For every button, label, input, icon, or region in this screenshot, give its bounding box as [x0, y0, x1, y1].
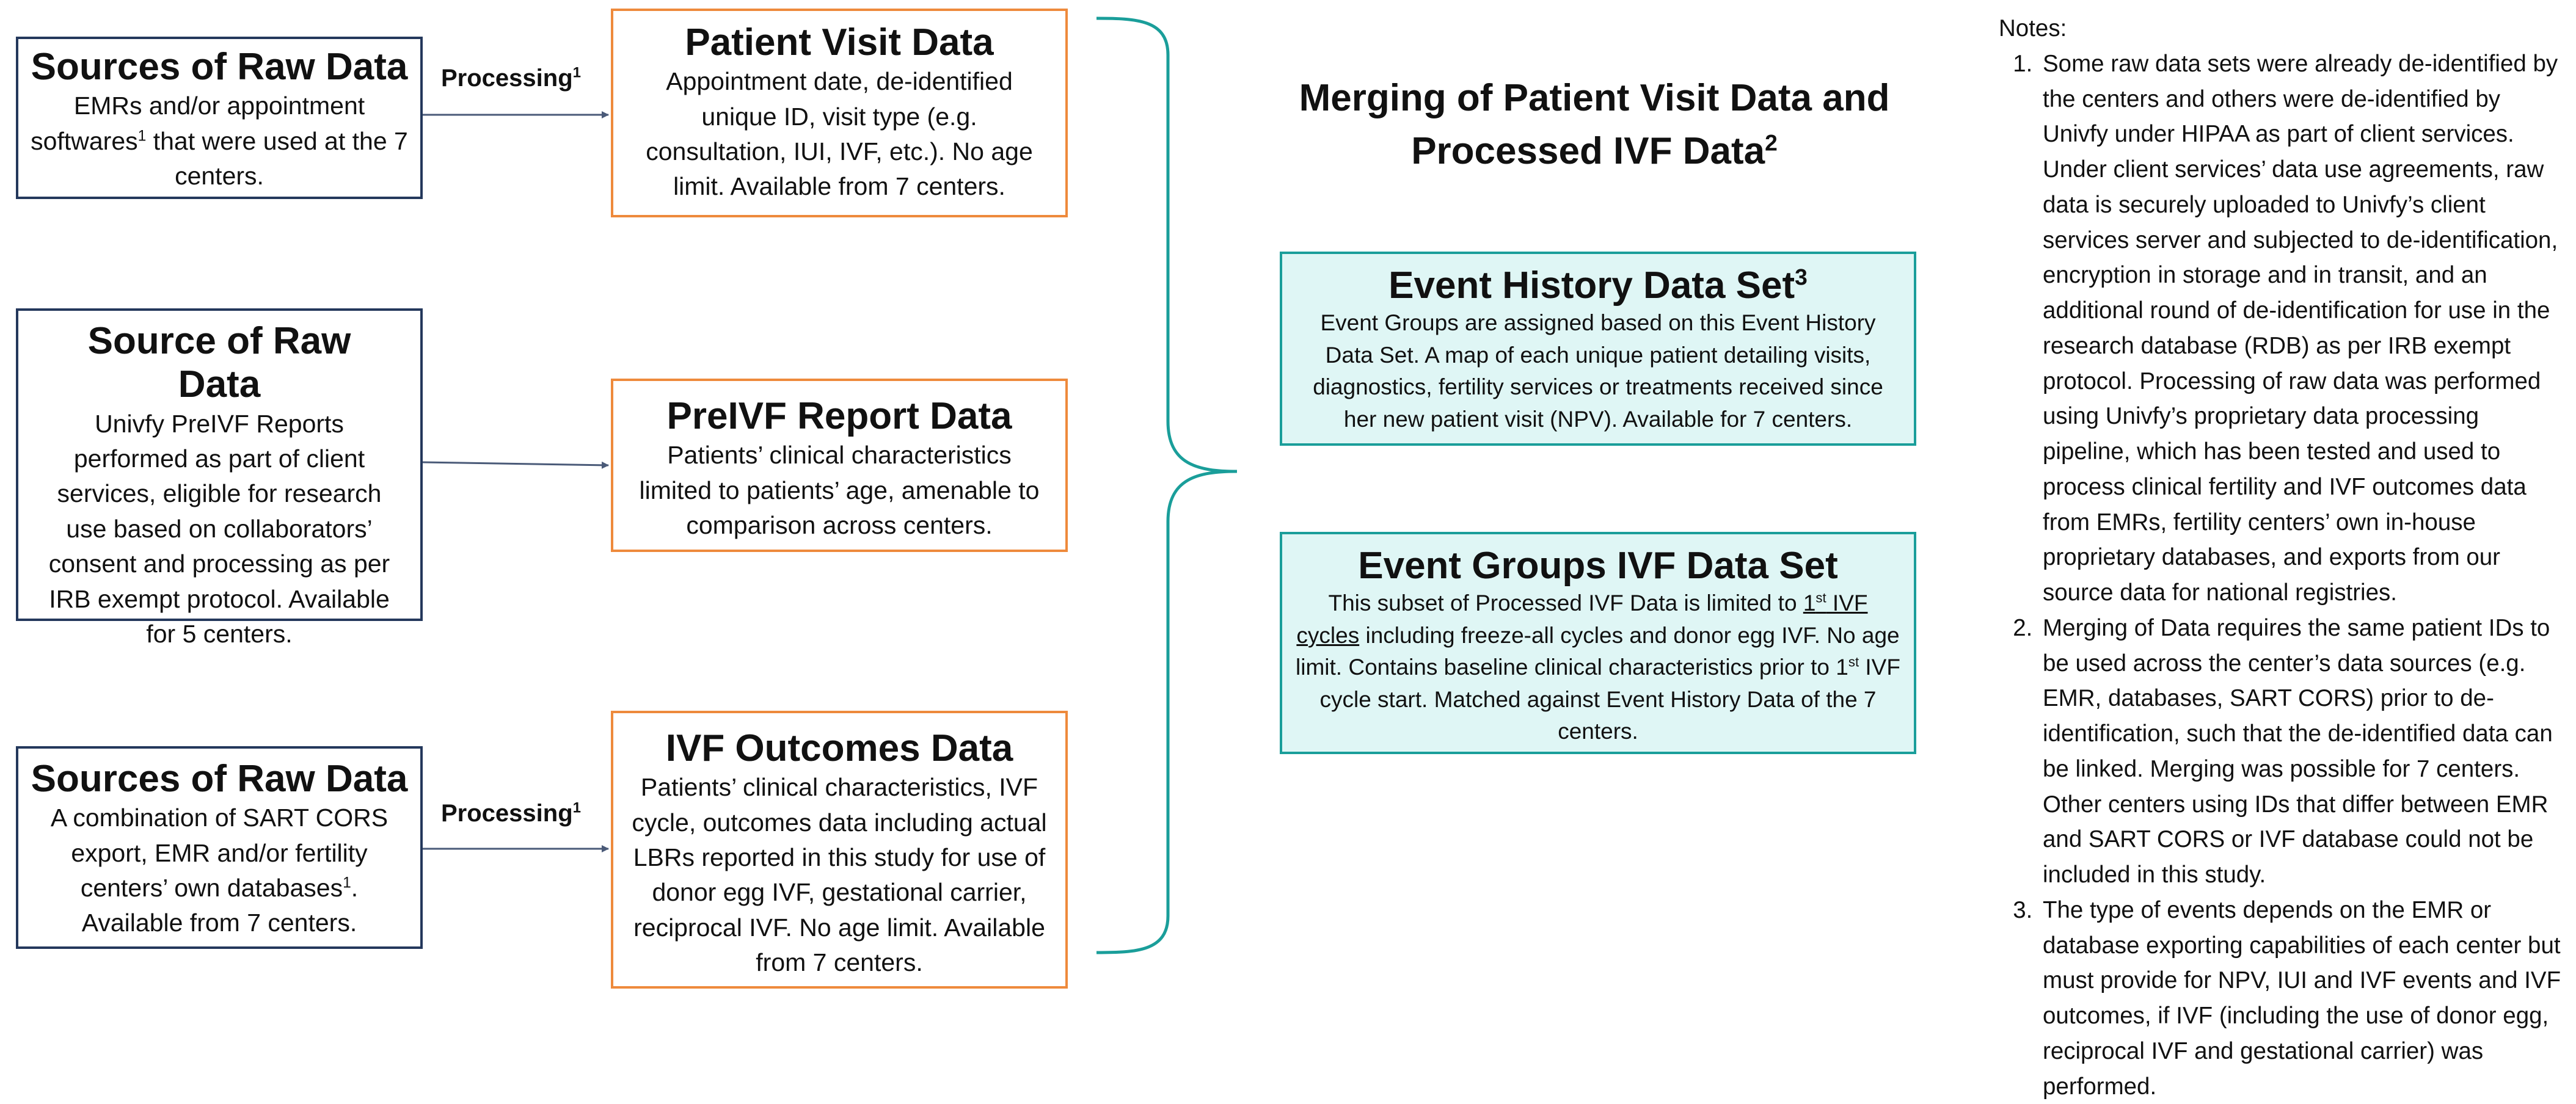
event-groups-title: Event Groups IVF Data Set — [1358, 545, 1838, 587]
source-box-body: A combination of SART CORS export, EMR a… — [50, 804, 389, 937]
event-history-title: Event History Data Set3 — [1388, 264, 1808, 307]
event-groups-ivf-data-set-box: Event Groups IVF Data Set This subset of… — [1280, 532, 1916, 754]
processed-box-body: Appointment date, de-identified unique I… — [646, 67, 1033, 201]
source-box-body: Univfy PreIVF Reports performed as part … — [48, 409, 390, 648]
processed-box-title: Patient Visit Data — [685, 21, 994, 64]
processed-box-body: Patients’ clinical characteristics limit… — [639, 441, 1040, 540]
event-history-body: Event Groups are assigned based on this … — [1313, 310, 1883, 432]
source-box-body: EMRs and/or appointment softwares1 that … — [31, 92, 408, 191]
note-item: Merging of Data requires the same patien… — [2039, 611, 2570, 893]
source-box-emr: Sources of Raw Data EMRs and/or appointm… — [16, 37, 423, 199]
notes-list: Some raw data sets were already de-ident… — [1999, 46, 2570, 1104]
patient-visit-data-box: Patient Visit Data Appointment date, de-… — [611, 9, 1068, 217]
note-item: Some raw data sets were already de-ident… — [2039, 46, 2570, 611]
notes-heading: Notes: — [1999, 15, 2067, 42]
event-history-data-set-box: Event History Data Set3 Event Groups are… — [1280, 252, 1916, 446]
source-box-title: Source of Raw Data — [87, 320, 351, 406]
source-box-title: Sources of Raw Data — [31, 758, 408, 800]
arrow-source2-to-preivf — [422, 461, 609, 469]
processed-box-title: PreIVF Report Data — [666, 395, 1012, 437]
source-box-preivf-reports: Source of Raw Data Univfy PreIVF Reports… — [16, 308, 423, 648]
merge-title: Merging of Patient Visit Data and Proces… — [1299, 77, 1890, 172]
connector-layer — [422, 16, 1238, 954]
processing-label: Processing1 — [441, 64, 582, 92]
source-box-sart-cors: Sources of Raw Data A combination of SAR… — [16, 746, 423, 949]
note-item: The type of events depends on the EMR or… — [2039, 893, 2570, 1104]
processed-box-body: Patients’ clinical characteristics, IVF … — [632, 773, 1047, 977]
source-box-title: Sources of Raw Data — [31, 46, 408, 88]
merge-brace — [1096, 16, 1238, 954]
processing-label: Processing1 — [441, 799, 582, 827]
event-groups-body: This subset of Processed IVF Data is lim… — [1296, 590, 1900, 744]
preivf-report-data-box: PreIVF Report Data Patients’ clinical ch… — [611, 379, 1068, 552]
processed-box-title: IVF Outcomes Data — [665, 727, 1013, 769]
notes-panel: Notes: Some raw data sets were already d… — [1999, 11, 2570, 1104]
ivf-outcomes-data-box: IVF Outcomes Data Patients’ clinical cha… — [611, 711, 1068, 989]
